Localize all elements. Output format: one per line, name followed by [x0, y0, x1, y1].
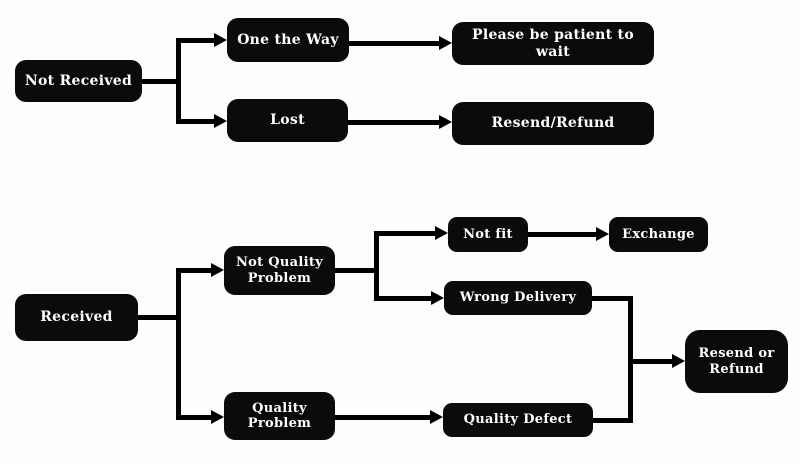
edge-quality-problem-to-defect: [335, 414, 431, 420]
edge-bottom-split: [175, 267, 181, 420]
edge-one-the-way-to-please: [349, 40, 440, 46]
edge-top-split: [175, 37, 181, 124]
node-label: Wrong Delivery: [459, 290, 577, 306]
node-not-quality-problem: Not Quality Problem: [224, 246, 335, 295]
node-wrong-delivery: Wrong Delivery: [444, 281, 592, 315]
node-label: Exchange: [622, 226, 695, 242]
node-resend-or-refund: Resend or Refund: [685, 330, 788, 393]
arrowhead-not-fit-to-exchange: [596, 227, 609, 241]
node-not-fit: Not fit: [448, 217, 528, 252]
node-label: Not Quality Problem: [235, 255, 324, 286]
node-quality-problem: Quality Problem: [224, 392, 335, 440]
edge-not-quality-split: [373, 230, 379, 301]
node-one-the-way: One the Way: [227, 18, 349, 62]
node-lost: Lost: [227, 99, 348, 142]
node-label: Not fit: [463, 226, 513, 242]
edge-lost-to-resend-refund: [348, 119, 440, 125]
node-label: Lost: [270, 112, 305, 129]
node-label: Quality Problem: [247, 400, 312, 431]
edge-received-out: [138, 314, 181, 320]
node-please-be-patient: Please be patient to wait: [452, 22, 654, 65]
node-resend-refund: Resend/Refund: [452, 102, 654, 145]
node-label: Resend or Refund: [698, 346, 775, 377]
node-not-received: Not Received: [15, 60, 142, 102]
node-label: Not Received: [24, 72, 133, 89]
arrowhead-to-lost: [214, 114, 227, 128]
arrowhead-to-resend-or-refund: [672, 354, 685, 368]
edge-to-resend-or-refund: [630, 358, 673, 364]
arrowhead-to-not-fit: [435, 226, 448, 240]
node-exchange: Exchange: [609, 217, 708, 252]
node-label: Received: [40, 309, 113, 326]
edge-to-not-fit: [376, 230, 436, 236]
edge-to-one-the-way: [178, 37, 215, 43]
arrowhead-one-the-way-to-please: [439, 36, 452, 50]
arrowhead-to-one-the-way: [214, 33, 227, 47]
edge-to-not-quality-problem: [178, 267, 212, 273]
node-label: Please be patient to wait: [472, 26, 634, 60]
arrowhead-quality-problem-to-defect: [430, 410, 443, 424]
arrowhead-to-quality-problem: [211, 410, 224, 424]
edge-wrong-delivery-out: [592, 295, 633, 301]
edge-not-quality-out: [335, 267, 379, 273]
edge-to-quality-problem: [178, 414, 212, 420]
node-received: Received: [15, 294, 138, 341]
arrowhead-to-wrong-delivery: [431, 291, 444, 305]
edge-not-received-out: [142, 78, 181, 84]
arrowhead-lost-to-resend-refund: [439, 115, 452, 129]
node-quality-defect: Quality Defect: [443, 403, 593, 437]
node-label: One the Way: [237, 31, 339, 48]
edge-not-fit-to-exchange: [528, 231, 597, 237]
node-label: Resend/Refund: [491, 115, 615, 132]
edge-quality-defect-out: [593, 417, 633, 423]
edge-to-wrong-delivery: [376, 295, 432, 301]
edge-to-lost: [178, 118, 215, 124]
node-label: Quality Defect: [463, 412, 573, 428]
arrowhead-to-not-quality-problem: [211, 263, 224, 277]
